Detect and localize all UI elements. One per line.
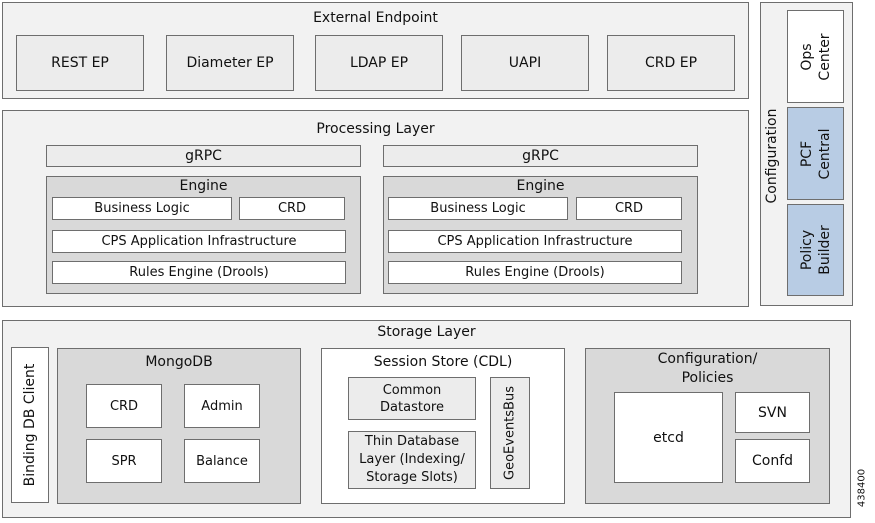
config-policies-title: Configuration/ Policies [586,350,829,388]
pcf-central-box: PCF Central [787,107,844,200]
configuration-title: Configuration [764,108,780,204]
cps-infra-box-2: CPS Application Infrastructure [388,230,682,253]
config-policies-title-line-1: Configuration/ [657,351,758,367]
config-policies-title-line-2: Policies [681,370,734,386]
rules-engine-box-1: Rules Engine (Drools) [52,261,346,284]
grpc-box-1: gRPC [46,145,361,167]
policy-builder-label: Policy Builder [798,225,834,275]
business-logic-box-2: Business Logic [388,197,568,220]
policy-builder-line-2: Builder [817,225,833,275]
storage-layer-title: Storage Layer [377,324,476,340]
figure-id: 438400 [856,468,868,508]
grpc-box-2: gRPC [383,145,698,167]
thin-db-layer-box: Thin Database Layer (Indexing/ Storage S… [348,431,476,489]
mongodb-spr-box: SPR [86,439,162,483]
policy-builder-box: Policy Builder [787,204,844,296]
mongodb-balance-box: Balance [184,439,260,483]
common-datastore-line-2: Datastore [380,399,444,415]
svn-box: SVN [735,392,810,433]
external-endpoint-title: External Endpoint [313,10,438,26]
crd-box-1: CRD [239,197,345,220]
engine-title-1: Engine [179,178,228,194]
ops-center-label: Ops Center [798,33,834,80]
pcf-central-line-1: PCF [799,140,815,168]
common-datastore-line-1: Common [382,382,442,398]
geo-events-bus-label: GeoEventsBus [502,386,518,480]
rules-engine-box-2: Rules Engine (Drools) [388,261,682,284]
mongodb-title: MongoDB [145,354,213,370]
uapi-box: UAPI [461,35,589,91]
geo-events-bus-box: GeoEventsBus [490,377,530,489]
thin-db-layer-line-2: Layer (Indexing/ [359,452,465,467]
pcf-central-label: PCF Central [798,129,834,180]
mongodb-crd-box: CRD [86,384,162,428]
confd-box: Confd [735,439,810,483]
ldap-ep-box: LDAP EP [315,35,443,91]
ops-center-line-1: Ops [799,43,815,71]
processing-layer-title: Processing Layer [316,121,435,137]
policy-builder-line-1: Policy [799,229,815,271]
pcf-central-line-2: Central [817,128,833,180]
crd-box-2: CRD [576,197,682,220]
session-store-title: Session Store (CDL) [373,354,513,370]
crd-ep-box: CRD EP [607,35,735,91]
mongodb-admin-box: Admin [184,384,260,428]
thin-db-layer-line-1: Thin Database [364,434,460,449]
binding-db-client-label: Binding DB Client [22,363,38,487]
common-datastore-box: Common Datastore [348,377,476,420]
diameter-ep-box: Diameter EP [166,35,294,91]
etcd-box: etcd [614,392,723,483]
thin-db-layer-line-3: Storage Slots) [366,470,458,485]
cps-infra-box-1: CPS Application Infrastructure [52,230,346,253]
ops-center-box: Ops Center [787,10,844,103]
rest-ep-box: REST EP [16,35,144,91]
ops-center-line-2: Center [817,33,833,81]
business-logic-box-1: Business Logic [52,197,232,220]
binding-db-client-box: Binding DB Client [11,347,49,503]
engine-title-2: Engine [516,178,565,194]
